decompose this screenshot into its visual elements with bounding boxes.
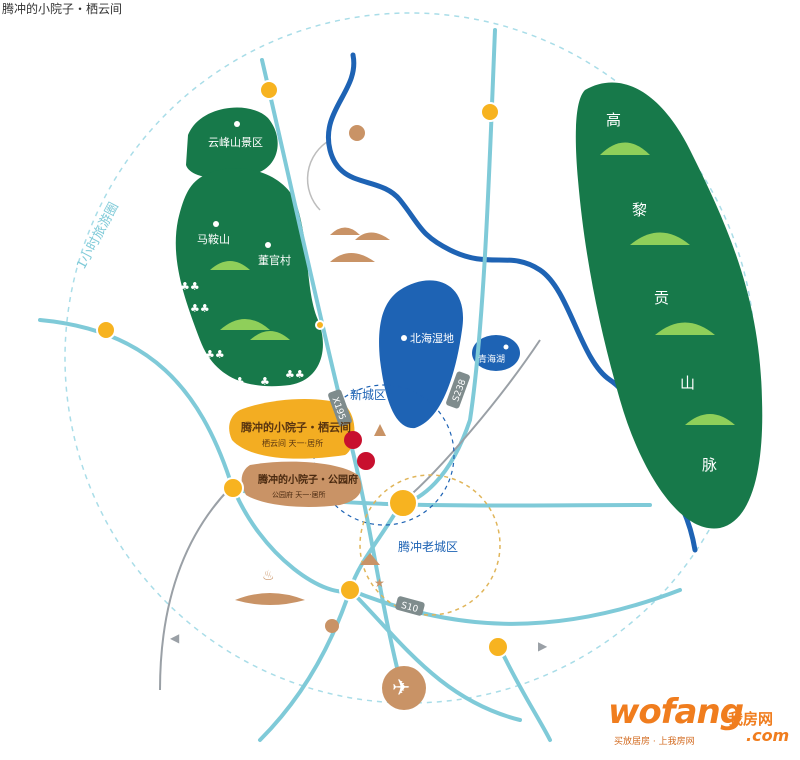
label-dongguan: 董官村 bbox=[258, 253, 291, 267]
dot-dongguan bbox=[265, 242, 271, 248]
small-arc bbox=[306, 139, 331, 211]
svg-text:♣♣: ♣♣ bbox=[180, 280, 200, 293]
label-qinghai-lake: 青海湖 bbox=[478, 353, 505, 365]
brand-logo-text: wofang bbox=[608, 692, 744, 732]
tree-icons: ♣♣♣♣♣♣ ♣♣♣♣♣ bbox=[180, 280, 305, 388]
label-wetland: 北海湿地 bbox=[410, 331, 454, 345]
brand-cn: 我房网 bbox=[728, 710, 774, 728]
svg-text:脉: 脉 bbox=[702, 456, 717, 474]
svg-text:♣♣: ♣♣ bbox=[285, 368, 305, 381]
mountain-range-label: 高 黎 贡 山 脉 bbox=[606, 111, 717, 474]
svg-text:黎: 黎 bbox=[632, 201, 647, 219]
dot-wetland bbox=[401, 335, 407, 341]
brand-com: .com bbox=[746, 726, 790, 745]
project-name-1: 腾冲的小院子・栖云间 bbox=[241, 420, 351, 434]
svg-text:山: 山 bbox=[680, 374, 695, 392]
road-shield-s10: S10 bbox=[395, 596, 425, 616]
label-maan: 马鞍山 bbox=[197, 232, 230, 246]
svg-text:高: 高 bbox=[606, 111, 621, 129]
svg-text:贡: 贡 bbox=[654, 289, 669, 307]
forest-maan bbox=[175, 168, 323, 387]
label-scenic-area: 云峰山景区 bbox=[208, 136, 263, 149]
grey-roads bbox=[159, 339, 541, 691]
map-caption: 腾冲的小院子・栖云间 bbox=[2, 2, 123, 16]
forest-gaoligong bbox=[575, 82, 763, 529]
hot-spring-icon: ♨ bbox=[262, 568, 275, 584]
arrow-right-icon: ▶ bbox=[538, 639, 548, 653]
svg-text:♣♣: ♣♣ bbox=[190, 302, 210, 315]
arrow-left-icon: ◀ bbox=[170, 631, 180, 645]
forest-yunfeng bbox=[186, 107, 278, 179]
project-qiyunjian bbox=[229, 398, 355, 459]
dot-lake bbox=[503, 344, 509, 350]
road-nodes bbox=[96, 80, 509, 658]
dot-scenic bbox=[234, 121, 240, 127]
old-district-ring bbox=[359, 474, 501, 616]
project-sub-2: 公园府 天一·居所 bbox=[272, 490, 325, 499]
marker-2[interactable] bbox=[357, 452, 375, 470]
project-gongyuanfu bbox=[241, 461, 362, 507]
project-sub-1: 栖云间 天一·居所 bbox=[262, 438, 323, 448]
label-old-district: 腾冲老城区 bbox=[398, 539, 458, 554]
svg-text:♣♣: ♣♣ bbox=[225, 375, 245, 388]
dot-maan bbox=[213, 221, 219, 227]
hill-decorations bbox=[210, 142, 735, 425]
label-new-district: 新城区 bbox=[350, 387, 386, 402]
brand-slogan: 买放居房 · 上我房网 bbox=[614, 737, 695, 747]
landmark-icons bbox=[235, 125, 426, 710]
svg-text:♣: ♣ bbox=[260, 375, 270, 388]
svg-text:♣♣: ♣♣ bbox=[205, 348, 225, 361]
svg-text:S10: S10 bbox=[400, 601, 419, 615]
label-tour-circle: 1小时旅游圈 bbox=[74, 200, 122, 272]
wofang-logo: wofang 我房网 .com 买放居房 · 上我房网 bbox=[608, 694, 798, 754]
marker-1[interactable] bbox=[344, 431, 362, 449]
airplane-icon: ✈ bbox=[392, 676, 410, 701]
star-icon: ★ bbox=[374, 576, 385, 590]
project-name-2: 腾冲的小院子・公园府 bbox=[257, 473, 358, 486]
qinghai-lake-area bbox=[472, 335, 520, 371]
wetland-area bbox=[379, 280, 464, 429]
